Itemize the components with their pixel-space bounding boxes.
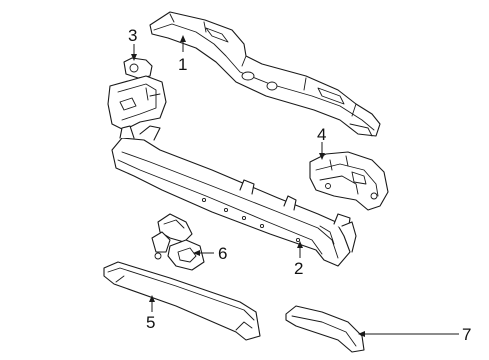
callout-labels: 1 3 4 2 6 5 7 (128, 26, 471, 344)
leader-lines (131, 35, 459, 337)
arrow-5 (149, 295, 155, 302)
part-1-upper-tie-bar (149, 11, 381, 137)
arrow-6 (193, 250, 200, 256)
part-2-lower-crossmember (111, 125, 357, 267)
callout-1: 1 (178, 55, 187, 74)
arrow-7 (358, 331, 365, 337)
arrow-2 (297, 241, 303, 248)
arrow-4 (319, 153, 325, 160)
callout-2: 2 (294, 259, 303, 278)
callout-4: 4 (317, 125, 326, 144)
callout-3: 3 (128, 26, 137, 45)
part-6-latch (151, 213, 205, 271)
part-7-deflector (285, 305, 365, 353)
arrow-3 (131, 54, 137, 61)
part-3-bracket (107, 57, 167, 131)
arrow-1 (180, 35, 186, 42)
callout-6: 6 (218, 244, 227, 263)
part-5-air-deflector (103, 261, 261, 341)
callout-5: 5 (146, 313, 155, 332)
callout-7: 7 (462, 325, 471, 344)
part-4-bracket (309, 151, 389, 211)
